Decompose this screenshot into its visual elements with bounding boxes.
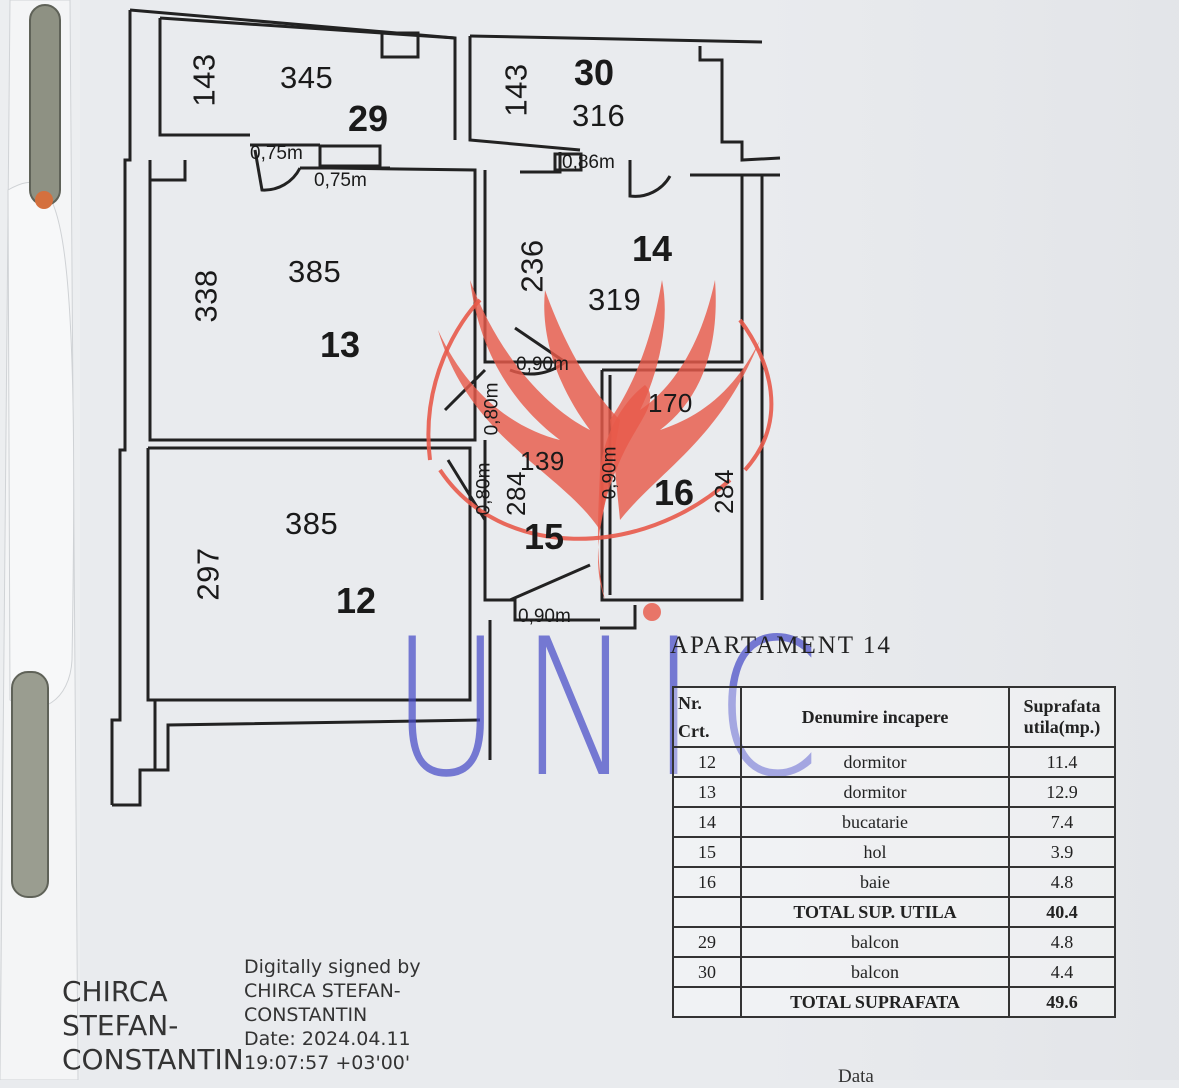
room-area-table: Nr. Crt. Denumire incapere Suprafata uti… [672, 686, 1116, 1018]
row-nr: 13 [672, 776, 742, 808]
dim-29-width: 345 [280, 60, 334, 95]
signature-line: CONSTANTIN [244, 1004, 368, 1026]
row-name: dormitor [740, 776, 1010, 808]
digital-signature-block: Digitally signed by CHIRCA STEFAN- CONST… [244, 955, 421, 1075]
room-number-30: 30 [574, 52, 615, 93]
header-area-line2: utila(mp.) [1023, 717, 1101, 737]
watermark-dot [643, 603, 661, 621]
dim-14-width: 319 [588, 282, 642, 317]
total-area: 49.6 [1008, 986, 1116, 1018]
header-nr-line1: Nr. [678, 693, 702, 713]
dim-14-depth: 236 [514, 239, 550, 293]
signature-time: 19:07:57 +03'00' [244, 1052, 411, 1074]
dim-29-depth: 143 [186, 53, 222, 107]
table-row: 13 dormitor 12.9 [672, 776, 1116, 808]
signature-line: CHIRCA STEFAN- [244, 980, 401, 1002]
signer-name: CHIRCA STEFAN- CONSTANTIN [62, 975, 244, 1077]
dim-12-width: 385 [285, 506, 339, 541]
subtotal-row: TOTAL SUP. UTILA 40.4 [672, 896, 1116, 928]
phoenix-wing-right [610, 280, 760, 520]
row-name: dormitor [740, 746, 1010, 778]
dim-12-depth: 297 [190, 547, 226, 601]
column-header-nr: Nr. Crt. [672, 686, 742, 748]
row-nr: 15 [672, 836, 742, 868]
row-area: 4.8 [1008, 866, 1116, 898]
door-width-label: 0,90m [599, 446, 621, 500]
room-number-12: 12 [336, 580, 377, 621]
phoenix-wing-left [438, 280, 620, 530]
subtotal-label: TOTAL SUP. UTILA [740, 896, 1010, 928]
room-number-15: 15 [524, 516, 565, 557]
room-number-13: 13 [320, 324, 361, 365]
door-width-label: 0,80m [481, 382, 503, 436]
signer-name-line: CONSTANTIN [62, 1043, 244, 1076]
row-area: 11.4 [1008, 746, 1116, 778]
walls [110, 8, 781, 807]
door-width-label: 0,86m [562, 152, 615, 173]
table-row: 30 balcon 4.4 [672, 956, 1116, 988]
row-area: 7.4 [1008, 806, 1116, 838]
header-nr-line2: Crt. [678, 721, 710, 741]
row-name: balcon [740, 926, 1010, 958]
door-width-label: 0,75m [314, 170, 367, 191]
dim-30-width: 316 [572, 98, 626, 133]
row-name: hol [740, 836, 1010, 868]
subtotal-nr [672, 896, 742, 928]
row-area: 3.9 [1008, 836, 1116, 868]
table-row: 29 balcon 4.8 [672, 926, 1116, 958]
dim-16-width: 170 [648, 388, 693, 418]
room-number-14: 14 [632, 228, 673, 269]
room-number-29: 29 [348, 98, 389, 139]
dim-13-width: 385 [288, 254, 342, 289]
door-width-label: 0,80m [473, 462, 495, 516]
row-area: 12.9 [1008, 776, 1116, 808]
signature-line: Digitally signed by [244, 956, 421, 978]
column-header-name: Denumire incapere [740, 686, 1010, 748]
dim-13-depth: 338 [188, 269, 224, 323]
door-width-label: 0,90m [518, 606, 571, 627]
dim-30-depth: 143 [498, 63, 534, 117]
table-header-row: Nr. Crt. Denumire incapere Suprafata uti… [672, 686, 1116, 748]
row-nr: 12 [672, 746, 742, 778]
total-label: TOTAL SUPRAFATA [740, 986, 1010, 1018]
signer-name-line: STEFAN- [62, 1009, 179, 1042]
signer-name-line: CHIRCA [62, 975, 168, 1008]
row-nr: 16 [672, 866, 742, 898]
row-name: baie [740, 866, 1010, 898]
row-nr: 14 [672, 806, 742, 838]
row-area: 4.8 [1008, 926, 1116, 958]
binder-ring-bottom [11, 671, 49, 898]
row-nr: 29 [672, 926, 742, 958]
row-nr: 30 [672, 956, 742, 988]
binder-ring-top [29, 4, 61, 209]
footer-date-label: Data [838, 1066, 874, 1087]
apartment-title: APARTAMENT 14 [670, 632, 892, 659]
room-number-16: 16 [654, 472, 695, 513]
dim-15-depth: 284 [500, 471, 531, 516]
row-name: bucatarie [740, 806, 1010, 838]
table-row: 15 hol 3.9 [672, 836, 1116, 868]
total-row: TOTAL SUPRAFATA 49.6 [672, 986, 1116, 1018]
door-width-label: 0,75m [250, 143, 303, 164]
header-area-line1: Suprafata [1023, 696, 1101, 716]
table-row: 14 bucatarie 7.4 [672, 806, 1116, 838]
subtotal-area: 40.4 [1008, 896, 1116, 928]
row-area: 4.4 [1008, 956, 1116, 988]
door-width-label: 0,90m [516, 354, 569, 375]
row-name: balcon [740, 956, 1010, 988]
dim-15-width: 139 [520, 446, 565, 476]
total-nr [672, 986, 742, 1018]
dim-16-depth: 284 [708, 469, 739, 514]
signature-date: Date: 2024.04.11 [244, 1028, 411, 1050]
phoenix-body [597, 385, 651, 600]
table-row: 16 baie 4.8 [672, 866, 1116, 898]
column-header-area: Suprafata utila(mp.) [1008, 686, 1116, 748]
table-row: 12 dormitor 11.4 [672, 746, 1116, 778]
